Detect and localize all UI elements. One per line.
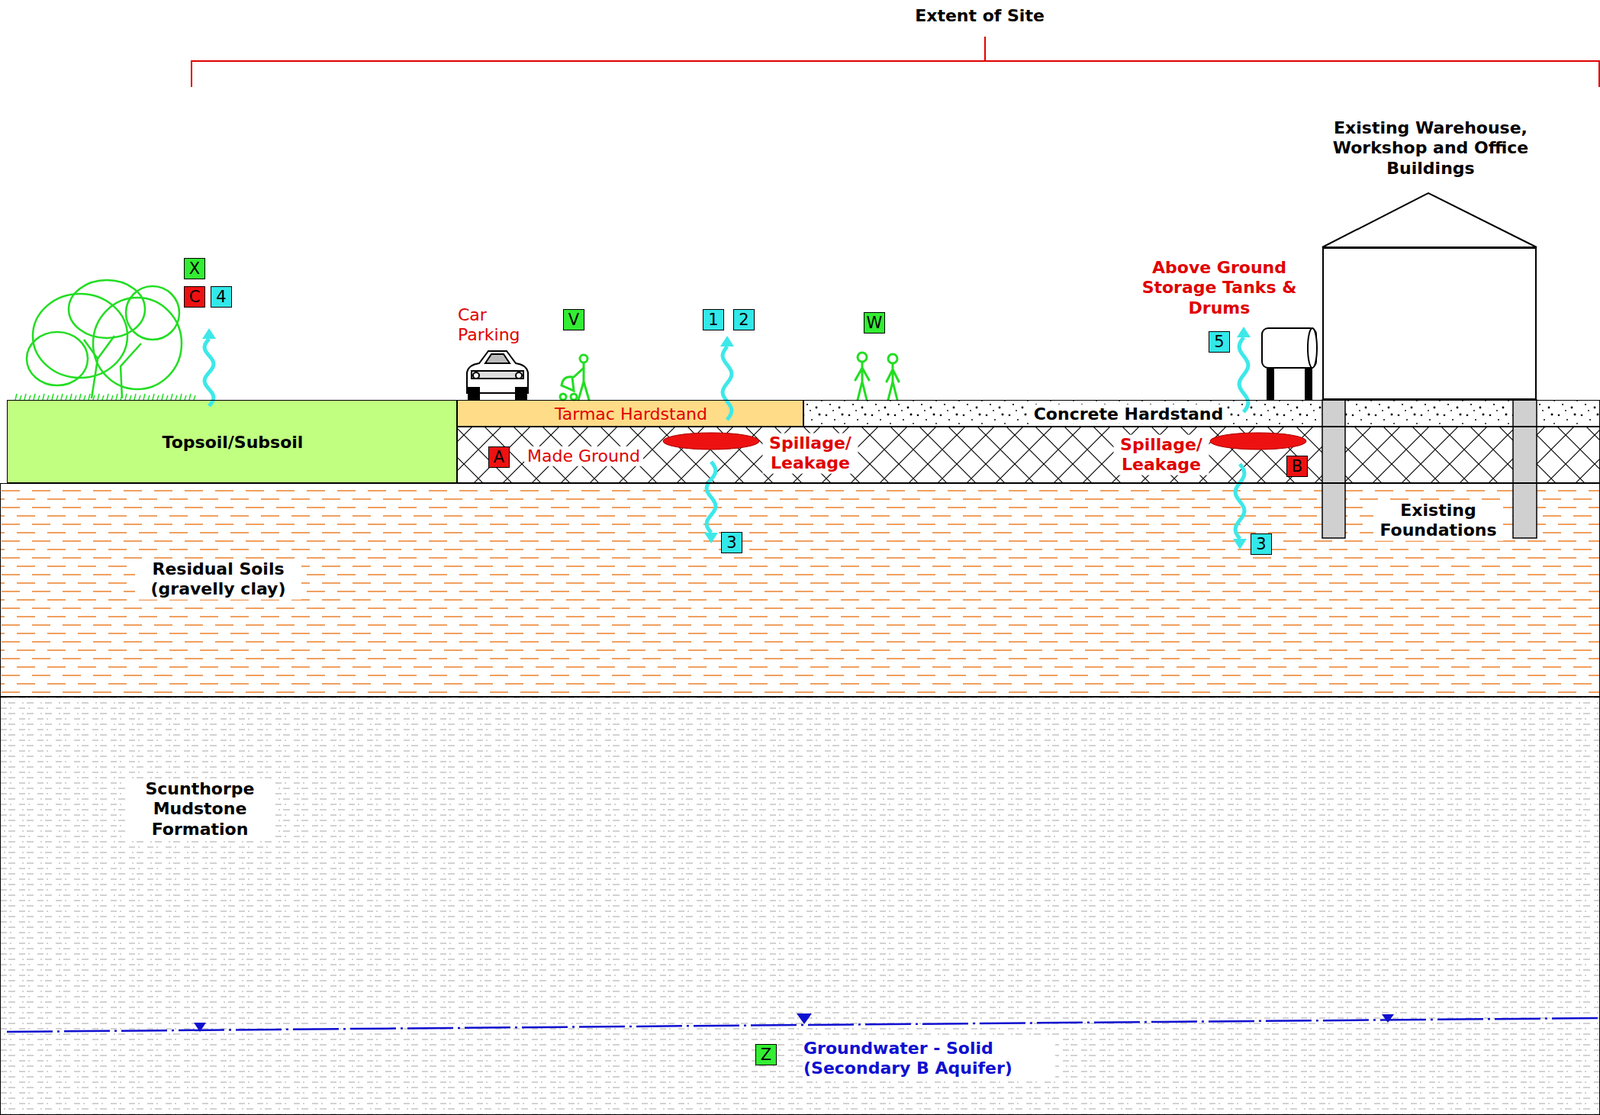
annotation-text: Spillage/ Leakage [762, 433, 859, 474]
callout-number: W [863, 312, 886, 334]
layer-name: Tarmac Hardstand [554, 404, 708, 425]
ground-layer-band: Residual Soils (gravelly clay) [0, 482, 1600, 697]
annotation-text: Spillage/ Leakage [1113, 434, 1210, 476]
building-outline: Existing Warehouse, Workshop and Office … [1322, 247, 1537, 400]
callout-number: 3 [1250, 533, 1272, 555]
callout-number: 2 [733, 309, 755, 331]
annotation-text: Above Ground Storage Tanks & Drums [1116, 257, 1323, 319]
callout-number: B [1286, 455, 1308, 477]
annotation-text: Groundwater - Solid (Secondary B Aquifer… [803, 1038, 1056, 1079]
callout-number: 1 [702, 309, 725, 331]
callout-number: Z [755, 1043, 777, 1066]
layer-name: Made Ground [524, 446, 644, 467]
callout-number: A [488, 446, 510, 468]
layer-name: Topsoil/Subsoil [162, 432, 304, 453]
ground-layer-band: Concrete Hardstand [803, 399, 1600, 427]
ground-layer-band: Tarmac Hardstand [457, 399, 804, 427]
ground-layer-band: Made Ground [457, 426, 1600, 483]
layer-name: Residual Soils (gravelly clay) [135, 559, 302, 600]
callout-number: 3 [721, 531, 743, 554]
callout-number: C [183, 286, 206, 308]
layer-name: Scunthorpe Mudstone Formation [128, 779, 272, 840]
callout-number: X [183, 257, 206, 280]
callout-number: 4 [210, 286, 232, 308]
annotation-text: Existing Foundations [1373, 500, 1504, 541]
callout-number: 5 [1208, 331, 1230, 353]
annotation-text: Extent of Site [914, 6, 1045, 26]
annotation-text: Car Parking [457, 305, 550, 346]
ground-layer-band: Scunthorpe Mudstone Formation [0, 696, 1600, 1115]
ground-layer-band: Topsoil/Subsoil [6, 399, 458, 483]
layer-name: Concrete Hardstand [1030, 404, 1227, 425]
callout-number: V [563, 309, 585, 331]
building-heading: Existing Warehouse, Workshop and Office … [1312, 118, 1549, 179]
